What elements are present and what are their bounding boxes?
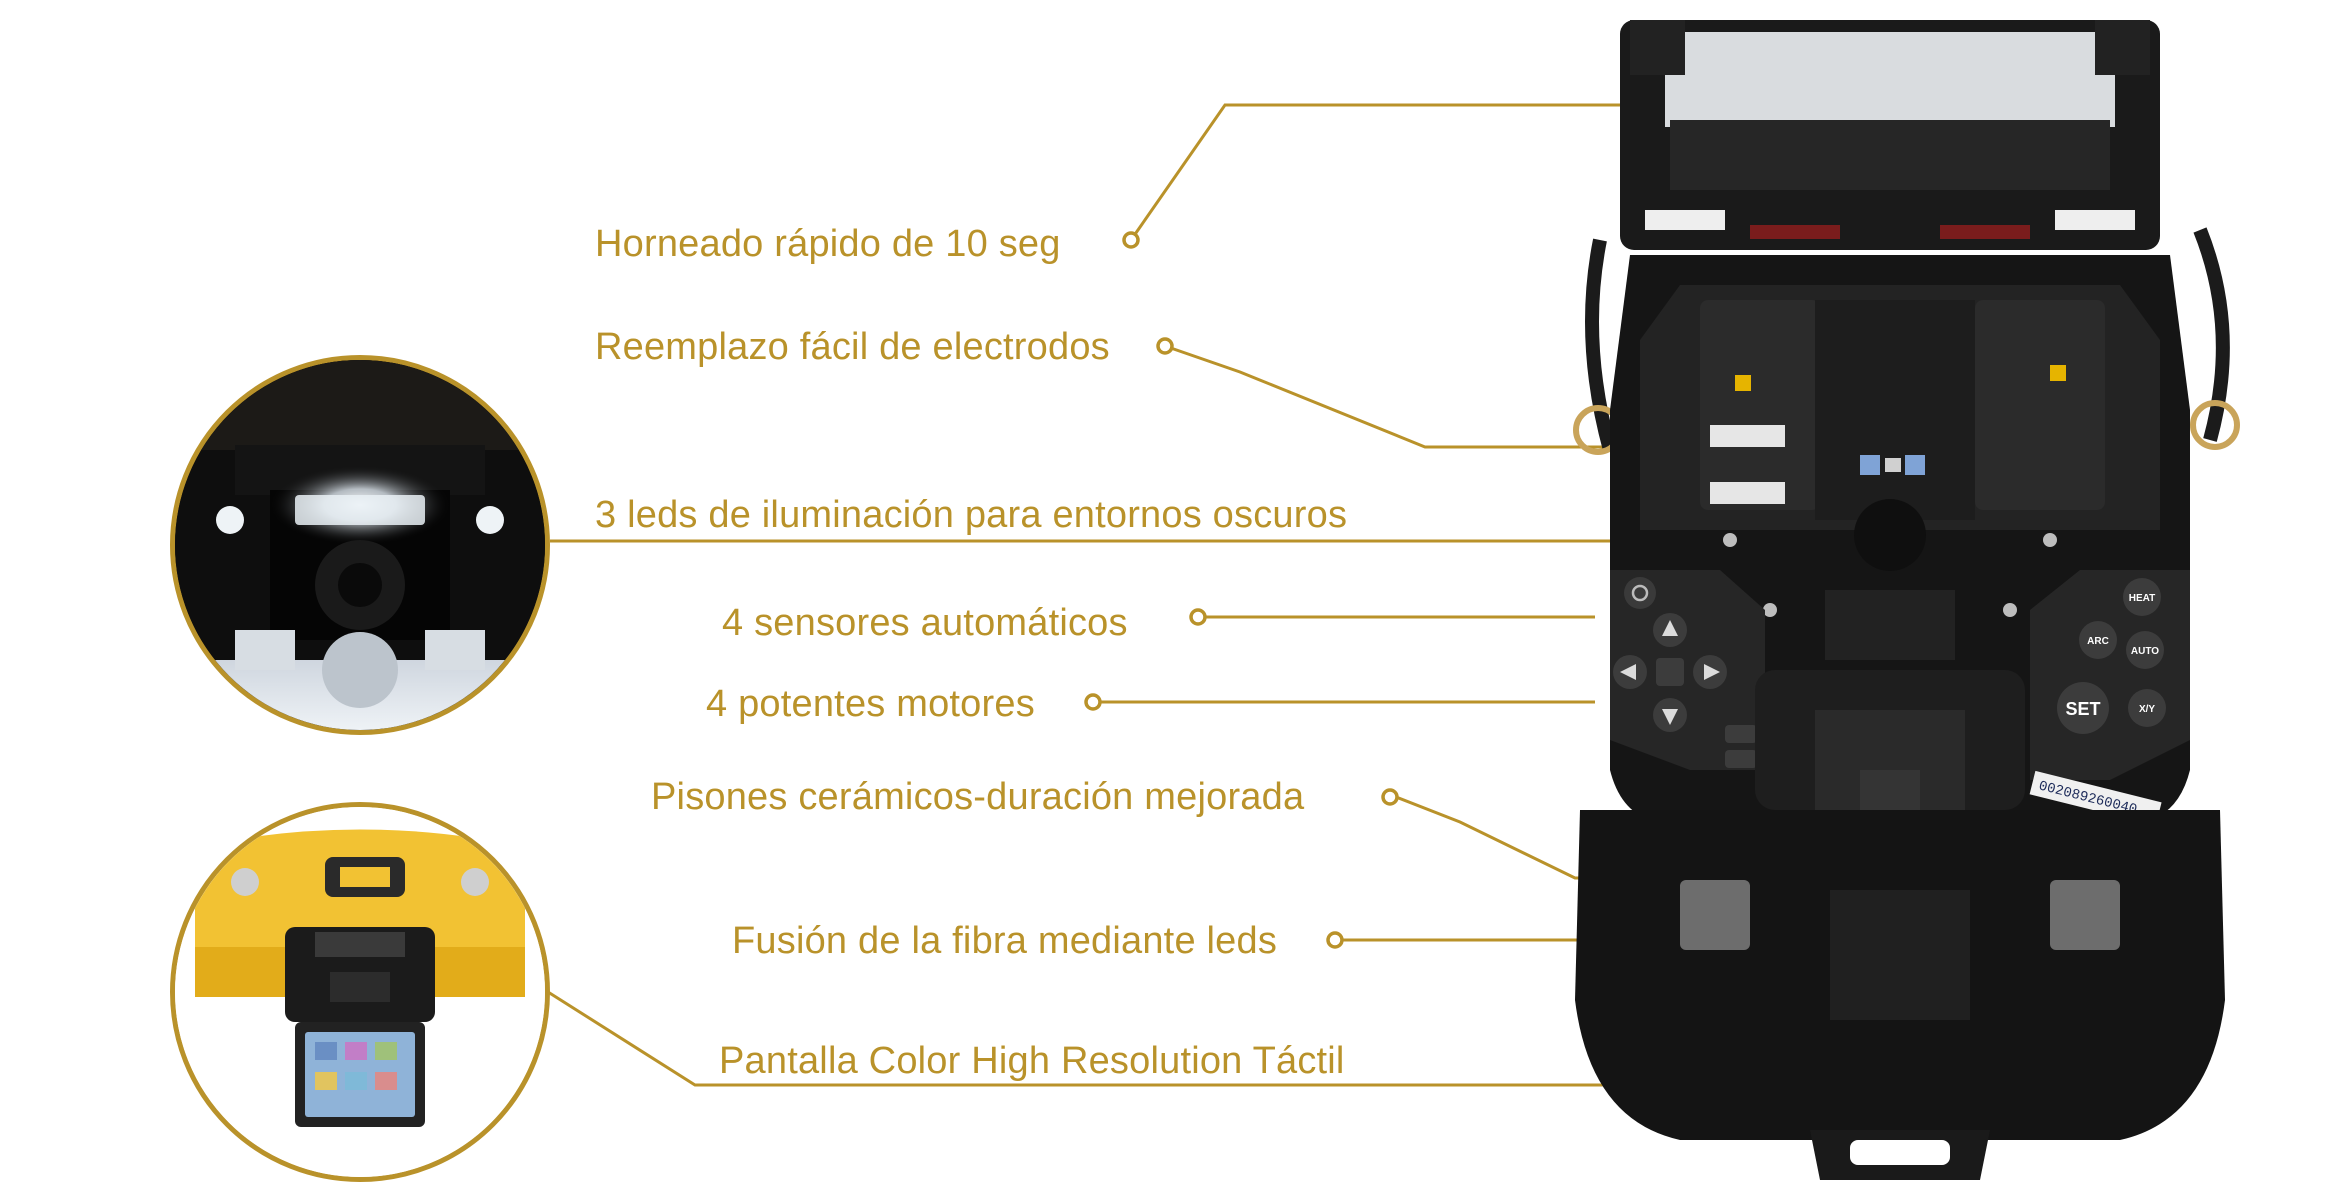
svg-text:AUTO: AUTO — [2131, 646, 2159, 657]
fusion-splicer-illustration: HEAT ARC AUTO SET X/Y 002089260040 — [1573, 20, 2240, 1180]
camera-icon — [1725, 725, 1757, 743]
callout-sensors: 4 sensores automáticos — [722, 602, 1128, 644]
led-left — [1710, 425, 1785, 447]
case-illustration — [175, 807, 545, 1177]
svg-text:HEAT: HEAT — [2129, 593, 2155, 604]
xy-button — [2128, 689, 2166, 727]
callout-fusion: Fusión de la fibra mediante leds — [732, 920, 1278, 962]
electrode-right — [1905, 455, 1925, 475]
case-with-splicer-photo — [170, 802, 550, 1182]
callout-oven: Horneado rápido de 10 seg — [595, 223, 1061, 265]
close-icon — [1725, 750, 1757, 768]
callout-motors: 4 potentes motores — [706, 683, 1035, 725]
svg-text:ARC: ARC — [2087, 636, 2109, 647]
heat-button — [2123, 578, 2161, 616]
heater-lid-window — [1665, 32, 2115, 127]
led-closeup-illustration — [175, 360, 545, 730]
leader-oven — [1129, 103, 1720, 241]
callout-clamps: Pisones cerámicos-duración mejorada — [651, 776, 1305, 818]
electrode-left — [1860, 455, 1880, 475]
leader-clamps-dot — [1381, 788, 1399, 806]
arc-button — [2079, 621, 2117, 659]
led-closeup-photo — [170, 355, 550, 735]
svg-text:SET: SET — [2065, 699, 2100, 719]
leader-electrodes-dot — [1156, 337, 1174, 355]
callout-screen: Pantalla Color High Resolution Táctil — [719, 1040, 1345, 1082]
leader-sensors-dot — [1189, 608, 1207, 626]
callout-electrodes: Reemplazo fácil de electrodos — [595, 326, 1110, 368]
leader-oven-dot — [1122, 231, 1140, 249]
center-icon — [1656, 658, 1684, 686]
leader-motors-dot — [1084, 693, 1102, 711]
right-keypad — [2030, 570, 2190, 780]
sensor-block — [1825, 590, 1955, 660]
leader-screen — [547, 990, 1698, 1087]
left-keypad — [1610, 570, 1765, 770]
fiber-fusion-zone — [1830, 890, 1970, 1020]
callout-leds: 3 leds de iluminación para entornos oscu… — [595, 494, 1348, 536]
leader-fusion-dot — [1326, 931, 1344, 949]
set-button — [2057, 682, 2109, 734]
auto-button — [2126, 631, 2164, 669]
svg-text:X/Y: X/Y — [2139, 704, 2155, 715]
power-icon — [1624, 577, 1656, 609]
